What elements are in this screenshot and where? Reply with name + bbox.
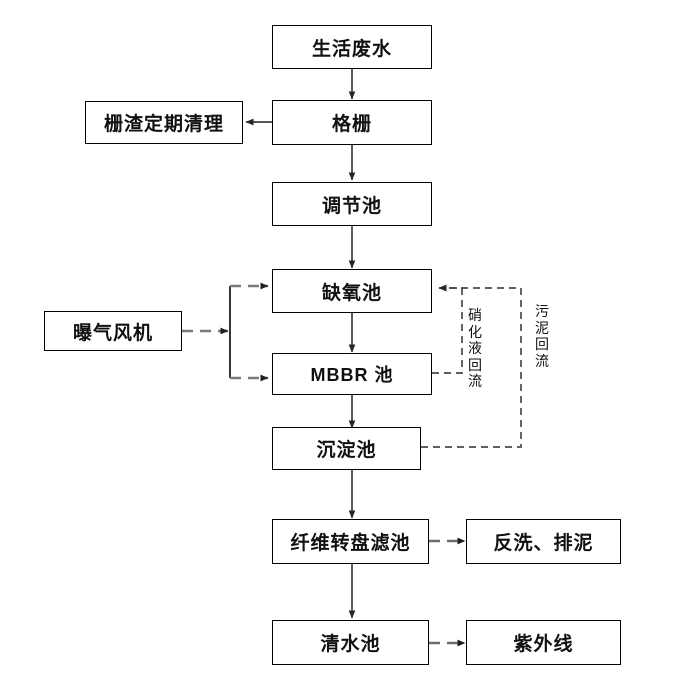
label-sludge-return-char-2: 回 — [535, 338, 549, 354]
node-sedimentation[interactable]: 沉淀池 — [272, 427, 421, 470]
node-mbbr[interactable]: MBBR 池 — [272, 353, 432, 395]
label-nitrate-recycle-char-1: 化 — [468, 325, 482, 341]
label-sludge-return-char-0: 污 — [535, 305, 549, 320]
node-clearwell[interactable]: 清水池 — [272, 620, 429, 665]
label-nitrate-recycle-char-2: 液 — [468, 342, 482, 358]
label-nitrate-recycle-char-3: 回 — [468, 358, 482, 374]
node-equalization-label: 调节池 — [321, 195, 382, 217]
node-backwash[interactable]: 反洗、排泥 — [466, 519, 621, 564]
edge-nitrate-recycle — [432, 284, 463, 374]
node-blower-label: 曝气风机 — [72, 322, 153, 344]
label-sludge-return: 污 泥 回 流 — [533, 305, 551, 371]
node-sedimentation-label: 沉淀池 — [316, 440, 377, 461]
node-clearwell-label: 清水池 — [320, 634, 381, 655]
node-screen-residue[interactable]: 栅渣定期清理 — [85, 101, 243, 144]
node-screen-label: 格栅 — [331, 114, 372, 135]
node-influent-label: 生活废水 — [311, 38, 392, 60]
node-anoxic-label: 缺氧池 — [321, 282, 382, 304]
node-disc-filter-label: 纤维转盘滤池 — [290, 533, 411, 554]
node-uv[interactable]: 紫外线 — [466, 620, 621, 665]
node-mbbr-label: MBBR 池 — [310, 365, 394, 385]
label-nitrate-recycle-char-4: 流 — [468, 375, 482, 391]
label-nitrate-recycle: 硝 化 液 回 流 — [466, 309, 484, 392]
node-backwash-label: 反洗、排泥 — [493, 533, 594, 554]
node-equalization[interactable]: 调节池 — [272, 182, 432, 226]
node-screen-residue-label: 栅渣定期清理 — [103, 114, 224, 135]
node-influent[interactable]: 生活废水 — [272, 25, 432, 69]
node-disc-filter[interactable]: 纤维转盘滤池 — [272, 519, 429, 564]
label-sludge-return-char-1: 泥 — [535, 321, 549, 337]
label-nitrate-recycle-char-0: 硝 — [468, 309, 482, 324]
label-sludge-return-char-3: 流 — [535, 354, 549, 370]
node-blower[interactable]: 曝气风机 — [44, 311, 182, 351]
node-uv-label: 紫外线 — [513, 634, 574, 655]
edge-sludge-return — [421, 284, 522, 448]
node-screen[interactable]: 格栅 — [272, 100, 432, 145]
node-anoxic[interactable]: 缺氧池 — [272, 269, 432, 313]
